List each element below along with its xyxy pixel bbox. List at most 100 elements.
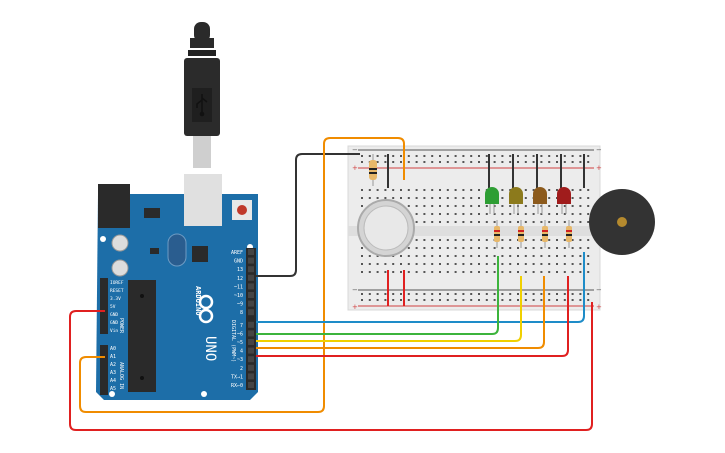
- digital-pin[interactable]: [248, 382, 254, 388]
- pullup-resistor[interactable]: [369, 154, 377, 186]
- breadboard-hole[interactable]: [548, 263, 551, 265]
- breadboard-hole[interactable]: [587, 197, 590, 199]
- breadboard-hole[interactable]: [524, 197, 527, 199]
- breadboard-hole[interactable]: [454, 213, 457, 215]
- breadboard-hole[interactable]: [579, 189, 582, 191]
- rail-hole[interactable]: [431, 161, 434, 163]
- breadboard-hole[interactable]: [571, 255, 574, 257]
- breadboard-hole[interactable]: [400, 255, 402, 257]
- rail-hole[interactable]: [439, 299, 441, 301]
- rail-hole[interactable]: [446, 293, 449, 295]
- breadboard-hole[interactable]: [532, 247, 535, 249]
- rail-hole[interactable]: [478, 293, 480, 295]
- rail-hole[interactable]: [517, 293, 519, 295]
- breadboard-hole[interactable]: [423, 205, 426, 207]
- breadboard-hole[interactable]: [407, 263, 410, 265]
- breadboard-hole[interactable]: [493, 255, 496, 257]
- rail-hole[interactable]: [509, 293, 512, 295]
- breadboard-hole[interactable]: [556, 271, 558, 273]
- breadboard-hole[interactable]: [431, 239, 434, 241]
- breadboard-hole[interactable]: [462, 271, 465, 273]
- breadboard-hole[interactable]: [462, 247, 465, 249]
- rail-hole[interactable]: [407, 161, 410, 163]
- rail-hole[interactable]: [454, 155, 457, 157]
- breadboard-hole[interactable]: [446, 271, 449, 273]
- breadboard-hole[interactable]: [540, 221, 543, 223]
- breadboard-hole[interactable]: [439, 213, 441, 215]
- rail-hole[interactable]: [361, 293, 363, 295]
- breadboard-hole[interactable]: [485, 205, 488, 207]
- rail-hole[interactable]: [462, 299, 465, 301]
- breadboard-hole[interactable]: [587, 213, 590, 215]
- breadboard-hole[interactable]: [462, 205, 465, 207]
- rail-hole[interactable]: [493, 299, 496, 301]
- breadboard-hole[interactable]: [478, 213, 480, 215]
- digital-pin[interactable]: [248, 321, 254, 328]
- orange-led[interactable]: [533, 187, 547, 214]
- breadboard-hole[interactable]: [579, 263, 582, 265]
- breadboard-hole[interactable]: [407, 271, 410, 273]
- breadboard-hole[interactable]: [478, 239, 480, 241]
- breadboard-hole[interactable]: [524, 221, 527, 223]
- rail-hole[interactable]: [532, 293, 535, 295]
- breadboard-hole[interactable]: [462, 239, 465, 241]
- breadboard-hole[interactable]: [540, 263, 543, 265]
- breadboard-hole[interactable]: [368, 271, 371, 273]
- digital-pin[interactable]: [248, 300, 254, 307]
- breadboard-hole[interactable]: [368, 255, 371, 257]
- rail-hole[interactable]: [517, 299, 519, 301]
- breadboard-hole[interactable]: [478, 255, 480, 257]
- breadboard-hole[interactable]: [454, 221, 457, 223]
- rail-hole[interactable]: [407, 155, 410, 157]
- breadboard-hole[interactable]: [501, 197, 504, 199]
- breadboard-hole[interactable]: [392, 197, 395, 199]
- rail-hole[interactable]: [407, 299, 410, 301]
- digital-pin[interactable]: [248, 249, 254, 255]
- rail-hole[interactable]: [376, 155, 379, 157]
- breadboard-hole[interactable]: [493, 213, 496, 215]
- breadboard-hole[interactable]: [431, 205, 434, 207]
- breadboard-hole[interactable]: [587, 189, 590, 191]
- rail-hole[interactable]: [470, 155, 473, 157]
- gnd-wire[interactable]: [256, 153, 360, 277]
- gas-sensor[interactable]: [357, 199, 415, 257]
- rail-hole[interactable]: [563, 293, 566, 295]
- breadboard-hole[interactable]: [509, 213, 512, 215]
- breadboard-hole[interactable]: [439, 271, 441, 273]
- rail-hole[interactable]: [501, 161, 504, 163]
- breadboard-hole[interactable]: [524, 247, 527, 249]
- arduino-uno-board[interactable]: ARDUINO UNO DIGITAL (PWM~) POWER ANALOG …: [96, 182, 258, 400]
- rail-hole[interactable]: [501, 293, 504, 295]
- rail-hole[interactable]: [415, 293, 418, 295]
- breadboard-hole[interactable]: [571, 221, 574, 223]
- breadboard-hole[interactable]: [485, 221, 488, 223]
- rail-hole[interactable]: [540, 299, 543, 301]
- breadboard-hole[interactable]: [423, 189, 426, 191]
- rail-hole[interactable]: [384, 161, 387, 163]
- rail-hole[interactable]: [478, 155, 480, 157]
- rail-hole[interactable]: [579, 293, 582, 295]
- rail-hole[interactable]: [470, 161, 473, 163]
- rail-hole[interactable]: [532, 155, 535, 157]
- breadboard-hole[interactable]: [446, 189, 449, 191]
- breadboard-hole[interactable]: [524, 189, 527, 191]
- breadboard-hole[interactable]: [563, 239, 566, 241]
- rail-hole[interactable]: [517, 161, 519, 163]
- breadboard-hole[interactable]: [579, 271, 582, 273]
- breadboard-hole[interactable]: [532, 271, 535, 273]
- rail-hole[interactable]: [423, 299, 426, 301]
- breadboard-hole[interactable]: [517, 271, 519, 273]
- rail-hole[interactable]: [368, 299, 371, 301]
- breadboard-hole[interactable]: [415, 239, 418, 241]
- breadboard-hole[interactable]: [470, 213, 473, 215]
- rail-hole[interactable]: [579, 161, 582, 163]
- breadboard-hole[interactable]: [532, 255, 535, 257]
- breadboard-hole[interactable]: [415, 213, 418, 215]
- breadboard-hole[interactable]: [478, 263, 480, 265]
- rail-hole[interactable]: [439, 155, 441, 157]
- breadboard-hole[interactable]: [563, 271, 566, 273]
- breadboard-hole[interactable]: [423, 271, 426, 273]
- breadboard-hole[interactable]: [540, 255, 543, 257]
- breadboard-hole[interactable]: [415, 247, 418, 249]
- rail-hole[interactable]: [392, 155, 395, 157]
